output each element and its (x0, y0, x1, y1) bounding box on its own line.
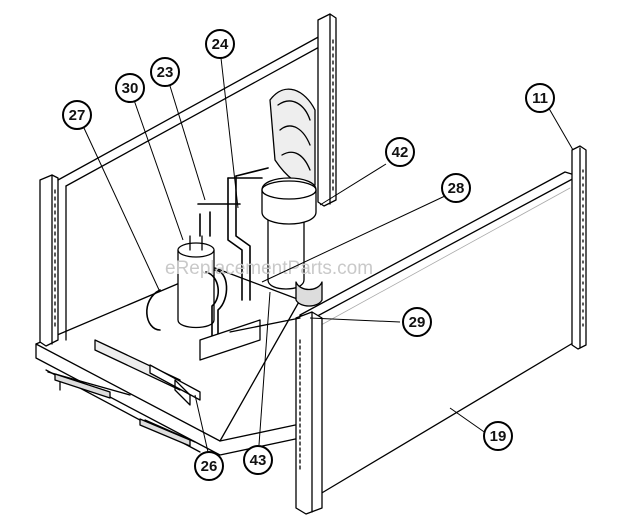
callout-11: 11 (525, 83, 555, 113)
callout-42: 42 (385, 137, 415, 167)
callout-27: 27 (62, 100, 92, 130)
fan-motor (261, 177, 317, 225)
callout-24: 24 (205, 29, 235, 59)
condenser-coil (269, 88, 316, 187)
callout-30: 30 (115, 73, 145, 103)
leader-lines (83, 57, 574, 453)
callout-24-label: 24 (212, 36, 229, 53)
callout-19-label: 19 (490, 428, 507, 445)
callout-43-label: 43 (250, 452, 267, 469)
base-pan (35, 267, 301, 456)
callout-28: 28 (441, 173, 471, 203)
callout-11-label: 11 (532, 90, 548, 107)
side-panel (299, 171, 579, 501)
leader-26 (194, 394, 209, 453)
leader-27 (83, 127, 161, 293)
left-corner-post (39, 174, 59, 347)
callout-27-label: 27 (69, 107, 86, 124)
refrigerant-tubing (146, 167, 269, 351)
leader-23 (169, 85, 206, 201)
front-corner-post (295, 311, 323, 515)
leader-42 (319, 163, 387, 206)
callout-23: 23 (150, 57, 180, 87)
callout-42-label: 42 (392, 144, 409, 161)
callout-26-label: 26 (201, 458, 218, 475)
leader-19 (449, 407, 491, 437)
watermark: eReplacementParts.com (165, 258, 373, 279)
callout-29-label: 29 (409, 314, 426, 331)
leader-24 (220, 57, 239, 209)
callout-19: 19 (483, 421, 513, 451)
leader-29 (309, 317, 401, 323)
leader-30 (133, 99, 184, 241)
callout-26: 26 (194, 451, 224, 481)
leader-43 (258, 291, 271, 446)
leader-28 (261, 195, 446, 283)
callout-23-label: 23 (157, 64, 174, 81)
corner-bracket (571, 145, 587, 350)
compressor (177, 235, 215, 329)
callout-29: 29 (402, 307, 432, 337)
callout-28-label: 28 (448, 180, 465, 197)
leader-11 (546, 104, 574, 151)
callout-30-label: 30 (122, 80, 139, 97)
rear-corner-post (317, 13, 337, 207)
callout-43: 43 (243, 445, 273, 475)
base-components (94, 317, 301, 406)
